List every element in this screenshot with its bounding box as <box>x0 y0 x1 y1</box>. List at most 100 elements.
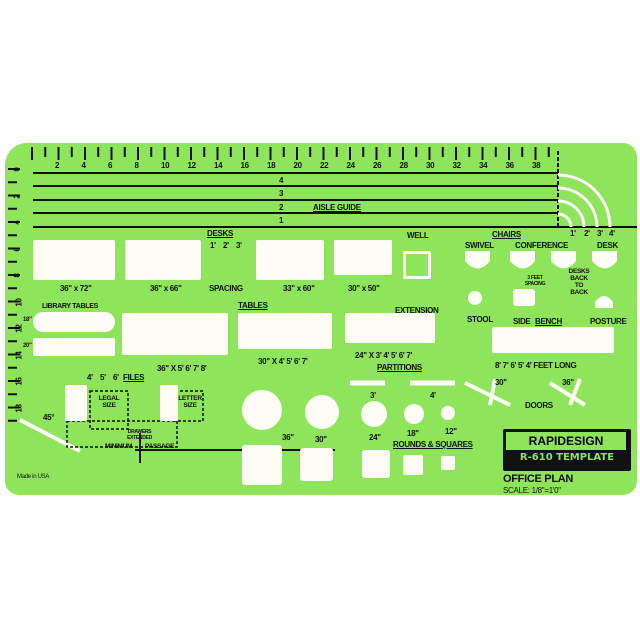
brand-badge: RAPIDESIGN R-610 TEMPLATE <box>503 429 631 471</box>
table-cutout <box>345 313 435 343</box>
round-size: 30" <box>315 435 327 444</box>
round-size: 18" <box>407 429 419 438</box>
ruler-top-number: 34 <box>479 161 488 170</box>
ruler-top-number: 32 <box>452 161 462 170</box>
round-size: 36" <box>282 433 294 442</box>
table-cutout <box>238 313 332 349</box>
files-title: FILES <box>123 373 145 382</box>
ruler-left-number: 4 <box>12 220 22 225</box>
ruler-top-number: 4 <box>81 161 86 170</box>
ruler-top-number: 18 <box>267 161 276 170</box>
spacing-label: SPACING <box>209 284 243 293</box>
desk-cutout <box>256 240 324 280</box>
round-size: 24" <box>369 433 381 442</box>
library-size: 18" <box>23 317 32 323</box>
ruler-top-number: 8 <box>134 161 139 170</box>
aisle-number: 2 <box>279 203 284 212</box>
bench-title: BENCH <box>535 317 562 326</box>
spacing-number: 1' <box>210 241 216 250</box>
chair-label: POSTURE <box>590 317 627 326</box>
arc-label: 4' <box>609 229 615 238</box>
scale-label: SCALE: 1/8"=1'0" <box>503 486 561 495</box>
well-label: WELL <box>407 231 429 240</box>
rounds-squares-title: ROUNDS & SQUARES <box>393 440 473 449</box>
drawers-extended-label: DRAWERS EXTENDED <box>127 429 152 441</box>
spacing-number: 2' <box>223 241 229 250</box>
desk-cutout <box>33 240 115 280</box>
ruler-left-number: 0 <box>12 167 22 172</box>
template-linework <box>8 147 637 485</box>
aisle-guide-label: AISLE GUIDE <box>313 203 361 212</box>
extension-label: EXTENSION <box>395 306 439 315</box>
desks-title: DESKS <box>207 229 234 238</box>
ruler-top-number: 38 <box>532 161 541 170</box>
ruler-top-number: 26 <box>373 161 382 170</box>
bench-cutout <box>492 327 614 353</box>
ruler-left-number: 18 <box>14 403 24 413</box>
passage-label: PASSAGE <box>145 443 175 450</box>
door-size: 30" <box>495 378 507 387</box>
desk-size: 30" x 50" <box>348 284 380 293</box>
ruler-top-number: 36 <box>505 161 515 170</box>
table-cutout <box>122 313 228 355</box>
ruler-top-number: 24 <box>346 161 356 170</box>
bench-lengths: 8' 7' 6' 5' 4' FEET LONG <box>495 361 577 370</box>
file-cutout <box>160 385 178 421</box>
chair-label: SIDE <box>513 317 531 326</box>
ruler-top-number: 2 <box>55 161 60 170</box>
ruler-left-number: 10 <box>14 297 24 307</box>
ruler-left-number: 12 <box>14 324 24 333</box>
ruler-top-number: 12 <box>187 161 197 170</box>
aisle-number: 3 <box>279 189 284 198</box>
partition-size: 4' <box>430 391 436 400</box>
well-cutout <box>403 251 431 279</box>
partitions-title: PARTITIONS <box>377 363 422 372</box>
ruler-top-number: 30 <box>426 161 435 170</box>
arc-label: 3' <box>597 229 603 238</box>
angle-label: 45° <box>43 413 55 422</box>
ruler-top-number: 28 <box>399 161 409 170</box>
chair-label: STOOL <box>467 315 493 324</box>
aisle-number: 1 <box>279 216 284 225</box>
ruler-left-number: 2 <box>12 193 22 199</box>
arc-label: 2' <box>584 229 590 238</box>
spacing-number: 3' <box>236 241 242 250</box>
library-length: 6' <box>113 373 119 382</box>
chair-label: DESK <box>597 241 619 250</box>
ruler-left-number: 16 <box>14 377 24 386</box>
chair-label: CONFERENCE <box>515 241 569 250</box>
legal-size-label: LEGAL SIZE <box>98 395 120 409</box>
passage-label: MINIMUM <box>105 443 133 450</box>
made-in-usa: Made in USA <box>17 474 50 480</box>
template-title: OFFICE PLAN <box>503 473 574 485</box>
chair-label: SWIVEL <box>465 241 494 250</box>
arc-label: 1' <box>570 229 576 238</box>
tables-title: TABLES <box>238 301 268 310</box>
desk-size: 36" x 72" <box>60 284 92 293</box>
door-size: 36" <box>562 378 574 387</box>
round-size: 12" <box>445 427 457 436</box>
chair-spacing-label: 3 FEET SPACING <box>524 275 546 287</box>
ruler-left-number: 8 <box>12 273 22 278</box>
ruler-top-number: 20 <box>293 161 303 170</box>
desk-size: 33" x 60" <box>283 284 315 293</box>
desk-size: 36" x 66" <box>150 284 182 293</box>
library-table-cutout <box>33 338 115 356</box>
library-tables-title: LIBRARY TABLES <box>42 303 98 310</box>
library-length: 5' <box>100 373 106 382</box>
chairs-title: CHAIRS <box>492 230 521 239</box>
model-number: R-610 TEMPLATE <box>519 452 615 463</box>
back-to-back-label: DESKS BACK TO BACK <box>568 268 590 296</box>
ruler-top-number: 10 <box>161 161 170 170</box>
library-length: 4' <box>87 373 93 382</box>
file-cutout <box>65 385 87 421</box>
doors-title: DOORS <box>525 401 553 410</box>
ruler-top-number: 22 <box>320 161 329 170</box>
ruler-left-number: 6 <box>12 246 22 252</box>
brand-name: RAPIDESIGN <box>506 432 626 450</box>
table-sizes: 36" X 5' 6' 7' 8' <box>157 364 207 373</box>
desk-cutout <box>334 240 392 275</box>
aisle-number: 4 <box>279 176 284 185</box>
ruler-top-number: 6 <box>108 161 113 170</box>
partition-size: 3' <box>370 391 376 400</box>
